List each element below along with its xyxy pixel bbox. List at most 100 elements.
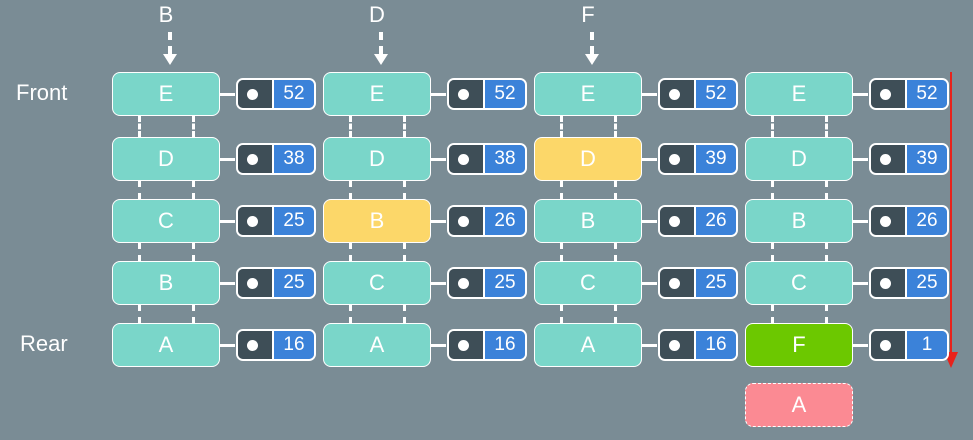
connector-line <box>431 220 446 223</box>
connector-line <box>642 93 657 96</box>
list-link <box>349 181 352 199</box>
cache-node: A <box>323 323 431 367</box>
frequency-pill: 39 <box>869 143 949 175</box>
frequency-count: 1 <box>905 331 947 359</box>
cache-node: E <box>534 72 642 116</box>
connector-line <box>642 220 657 223</box>
frequency-count: 16 <box>272 331 314 359</box>
frequency-count: 52 <box>905 80 947 108</box>
frequency-count: 25 <box>272 207 314 235</box>
front-label: Front <box>16 80 68 105</box>
list-link <box>403 243 406 261</box>
connector-line <box>431 282 446 285</box>
pointer-dot-icon <box>871 331 905 359</box>
list-link <box>192 243 195 261</box>
frequency-pill: 25 <box>658 267 738 299</box>
cache-node: D <box>745 137 853 181</box>
cache-node: E <box>745 72 853 116</box>
cache-node: D <box>112 137 220 181</box>
list-link <box>771 243 774 261</box>
frequency-pill: 52 <box>447 78 527 110</box>
frequency-pill: 25 <box>236 205 316 237</box>
list-link <box>771 181 774 199</box>
pointer-dot-icon <box>449 331 483 359</box>
pointer-dot-icon <box>871 269 905 297</box>
frequency-pill: 25 <box>236 267 316 299</box>
frequency-pill: 16 <box>447 329 527 361</box>
list-link <box>825 243 828 261</box>
list-link <box>349 243 352 261</box>
cache-node: E <box>112 72 220 116</box>
list-link <box>825 305 828 323</box>
direction-arrow-line <box>950 72 952 358</box>
pointer-label: B <box>158 2 174 27</box>
list-link <box>614 181 617 199</box>
list-link <box>403 181 406 199</box>
rear-label: Rear <box>20 331 68 356</box>
cache-node: B <box>534 199 642 243</box>
pointer-dot-icon <box>238 207 272 235</box>
connector-line <box>853 282 868 285</box>
frequency-count: 25 <box>272 269 314 297</box>
frequency-pill: 25 <box>869 267 949 299</box>
connector-line <box>220 220 235 223</box>
connector-line <box>853 93 868 96</box>
frequency-pill: 52 <box>869 78 949 110</box>
frequency-count: 52 <box>694 80 736 108</box>
list-link <box>138 305 141 323</box>
frequency-pill: 39 <box>658 143 738 175</box>
connector-line <box>431 344 446 347</box>
pointer-dot-icon <box>660 145 694 173</box>
connector-line <box>853 158 868 161</box>
frequency-count: 38 <box>483 145 525 173</box>
frequency-count: 26 <box>694 207 736 235</box>
frequency-pill: 52 <box>658 78 738 110</box>
frequency-pill: 26 <box>869 205 949 237</box>
frequency-count: 26 <box>483 207 525 235</box>
list-link <box>825 116 828 137</box>
evicted-node: A <box>745 383 853 427</box>
pointer-dot-icon <box>660 269 694 297</box>
cache-node: A <box>534 323 642 367</box>
connector-line <box>431 93 446 96</box>
frequency-count: 25 <box>694 269 736 297</box>
pointer-dot-icon <box>238 80 272 108</box>
cache-node: D <box>534 137 642 181</box>
list-link <box>771 116 774 137</box>
pointer-label: D <box>369 2 385 27</box>
frequency-count: 25 <box>483 269 525 297</box>
list-link <box>192 305 195 323</box>
cache-node: B <box>323 199 431 243</box>
connector-line <box>220 158 235 161</box>
list-link <box>192 116 195 137</box>
frequency-count: 39 <box>905 145 947 173</box>
connector-line <box>220 282 235 285</box>
list-link <box>138 181 141 199</box>
list-link <box>771 305 774 323</box>
list-link <box>614 305 617 323</box>
frequency-pill: 16 <box>236 329 316 361</box>
list-link <box>560 181 563 199</box>
list-link <box>560 305 563 323</box>
connector-line <box>642 344 657 347</box>
cache-node: F <box>745 323 853 367</box>
cache-node: B <box>112 261 220 305</box>
frequency-count: 26 <box>905 207 947 235</box>
list-link <box>403 305 406 323</box>
pointer-dot-icon <box>660 331 694 359</box>
list-link <box>560 243 563 261</box>
frequency-pill: 38 <box>236 143 316 175</box>
frequency-pill: 1 <box>869 329 949 361</box>
cache-node: D <box>323 137 431 181</box>
pointer-label: F <box>581 2 595 27</box>
frequency-pill: 25 <box>447 267 527 299</box>
list-link <box>560 116 563 137</box>
list-link <box>614 243 617 261</box>
connector-line <box>220 93 235 96</box>
pointer-dot-icon <box>660 207 694 235</box>
frequency-count: 52 <box>483 80 525 108</box>
connector-line <box>220 344 235 347</box>
connector-line <box>642 158 657 161</box>
pointer-dot-icon <box>871 145 905 173</box>
